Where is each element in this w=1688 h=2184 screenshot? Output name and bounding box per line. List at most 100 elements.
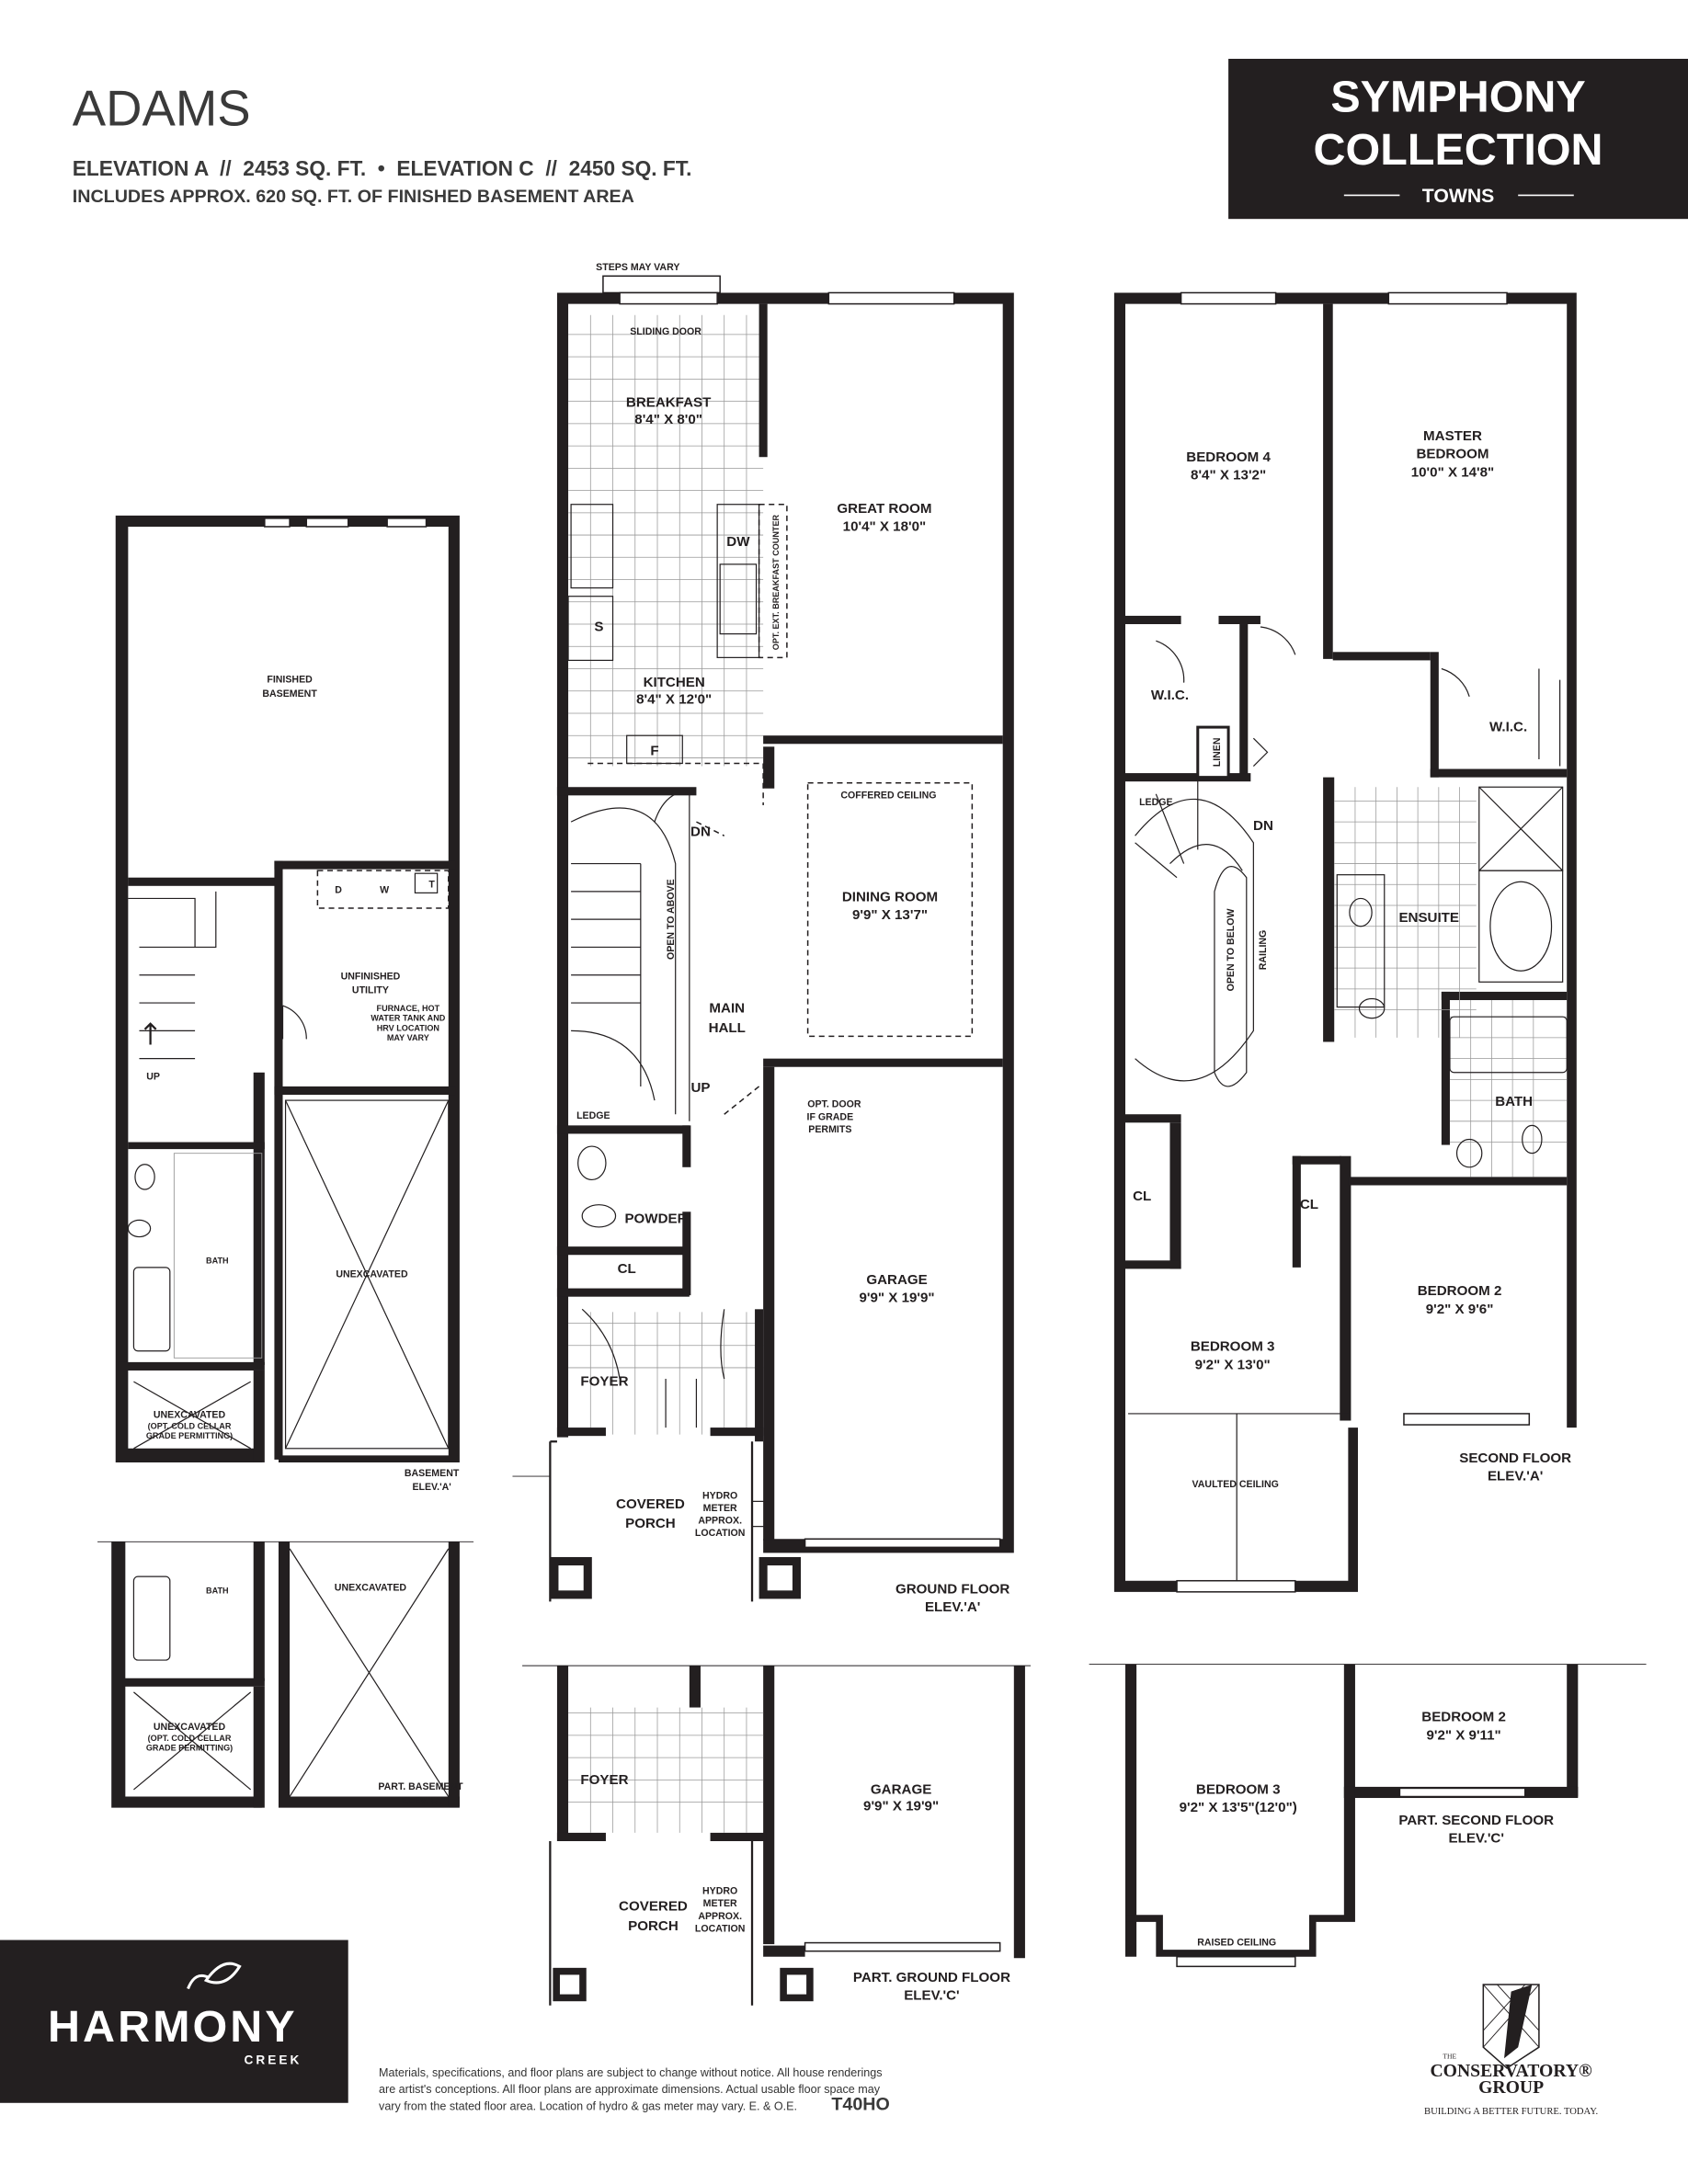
washer-label: W — [380, 884, 389, 895]
ground-floor-plan: STEPS MAY VARY SLIDING DOOR BREAKFAST 8'… — [512, 262, 1014, 1615]
note: APPROX. — [698, 1911, 742, 1922]
note: OPEN TO ABOVE — [666, 879, 677, 960]
dryer-label: D — [335, 884, 342, 895]
note: GRADE PERMITTING) — [146, 1744, 233, 1753]
note: FURNACE, HOT — [377, 1004, 440, 1013]
note: OPT. EXT. BREAKFAST COUNTER — [771, 514, 781, 650]
door-label: SLIDING DOOR — [630, 326, 701, 337]
room-label: BEDROOM 3 — [1191, 1339, 1275, 1355]
builder-tagline: BUILDING A BETTER FUTURE. TODAY. — [1424, 2107, 1598, 2117]
harmony-wordmark: HARMONY — [48, 2002, 298, 2052]
room-label: POWDER — [624, 1211, 687, 1226]
room-label: COVERED — [619, 1899, 688, 1915]
plan-caption: GROUND FLOOR — [895, 1581, 1009, 1597]
collection-line3: TOWNS — [1422, 186, 1494, 207]
plan-caption: ELEV.'A' — [925, 1599, 980, 1615]
note: OPT. DOOR — [807, 1099, 861, 1110]
room-label: UNEXCAVATED — [335, 1582, 407, 1593]
plan-caption: ELEV.'A' — [1488, 1469, 1543, 1484]
room-dimensions: 8'4" X 8'0" — [634, 412, 702, 427]
room-label: MAIN — [709, 1001, 745, 1017]
room-label: UNEXCAVATED — [154, 1409, 226, 1420]
room-label: BEDROOM 2 — [1421, 1710, 1506, 1725]
note: HRV LOCATION — [377, 1023, 439, 1032]
part-basement-plan: BATH UNEXCAVATED UNEXCAVATED (OPT. COLD … — [97, 1541, 474, 1808]
note: METER — [703, 1898, 737, 1909]
room-label: BATH — [1495, 1094, 1533, 1109]
room-dimensions: 9'2" X 13'5"(12'0") — [1180, 1800, 1297, 1815]
room-label: BATH — [206, 1586, 229, 1595]
room-dimensions: 9'9" X 19'9" — [863, 1799, 939, 1814]
room-label: DINING ROOM — [842, 889, 938, 904]
room-label: UNFINISHED — [341, 971, 401, 982]
room-label: UTILITY — [352, 984, 389, 995]
room-label: GARAGE — [866, 1272, 927, 1288]
plan-caption: BASEMENT — [405, 1468, 460, 1479]
room-label: BATH — [206, 1256, 229, 1265]
builder-name: CONSERVATORY® — [1430, 2061, 1592, 2081]
room-dimensions: 8'4" X 13'2" — [1191, 467, 1266, 483]
room-label: UNEXCAVATED — [154, 1722, 226, 1733]
room-label: BEDROOM — [1416, 447, 1488, 462]
room-label: FINISHED — [267, 675, 313, 686]
note: COFFERED CEILING — [840, 790, 936, 801]
plan-caption: SECOND FLOOR — [1459, 1450, 1571, 1466]
conservatory-group-logo: THE CONSERVATORY® GROUP BUILDING A BETTE… — [1424, 1984, 1598, 2117]
note: GRADE PERMITTING) — [146, 1431, 233, 1440]
note: APPROX. — [698, 1516, 742, 1527]
room-label: GREAT ROOM — [837, 501, 931, 517]
note: LEDGE — [576, 1110, 610, 1121]
part-second-floor-plan: BEDROOM 3 9'2" X 13'5"(12'0") BEDROOM 2 … — [1089, 1664, 1647, 1968]
collection-badge: SYMPHONY COLLECTION TOWNS — [1228, 58, 1688, 220]
closet-label: LINEN — [1212, 737, 1223, 767]
stair-label: UP — [690, 1080, 710, 1096]
second-floor-plan: BEDROOM 4 8'4" X 13'2" MASTER BEDROOM 10… — [1113, 291, 1577, 1593]
note: LOCATION — [695, 1923, 746, 1934]
room-label: KITCHEN — [644, 675, 705, 690]
room-dimensions: 10'0" X 14'8" — [1411, 464, 1495, 480]
room-label: BASEMENT — [262, 688, 317, 700]
room-label: FOYER — [580, 1772, 628, 1788]
room-label: COVERED — [616, 1496, 685, 1512]
note: RAILING — [1258, 930, 1269, 971]
harmony-creek-logo: HARMONY CREEK — [0, 1939, 348, 2103]
closet-label: W.I.C. — [1151, 688, 1189, 703]
note: LOCATION — [695, 1528, 746, 1539]
room-dimensions: 10'4" X 18'0" — [843, 519, 926, 535]
note: HYDRO — [702, 1490, 737, 1501]
note: STEPS MAY VARY — [596, 262, 679, 273]
room-label: FOYER — [580, 1374, 628, 1390]
plan-caption: ELEV.'C' — [904, 1988, 959, 2004]
disclaimer-line: vary from the stated floor area. Locatio… — [379, 2099, 797, 2112]
room-label: GARAGE — [871, 1781, 931, 1797]
note: WATER TANK AND — [371, 1014, 445, 1023]
room-label: BEDROOM 4 — [1186, 449, 1271, 465]
part-ground-floor-plan: FOYER GARAGE 9'9" X 19'9" COVERED PORCH … — [522, 1665, 1031, 2006]
closet-label: CL — [618, 1261, 636, 1277]
room-dimensions: 9'2" X 9'11" — [1426, 1727, 1500, 1743]
basement-plan: FINISHED BASEMENT D W T UNFINISHED UTILI… — [115, 515, 460, 1493]
note: (OPT. COLD CELLAR — [148, 1422, 232, 1431]
stair-label: DN — [690, 824, 711, 839]
room-dimensions: 9'9" X 13'7" — [852, 907, 928, 923]
room-label: HALL — [709, 1020, 746, 1036]
plan-caption: ELEV.'C' — [401, 1795, 439, 1806]
dishwasher-label: DW — [726, 534, 750, 550]
closet-label: W.I.C. — [1489, 720, 1527, 735]
kitchen-tile-floor — [568, 314, 764, 1435]
disclaimer-line: Materials, specifications, and floor pla… — [379, 2066, 882, 2079]
plan-caption: PART. GROUND FLOOR — [853, 1970, 1010, 1985]
note: MAY VARY — [387, 1033, 429, 1042]
room-dimensions: 9'2" X 13'0" — [1195, 1357, 1271, 1372]
elevation-areas: ELEVATION A // 2453 SQ. FT. • ELEVATION … — [73, 156, 692, 180]
plan-caption: PART. SECOND FLOOR — [1398, 1813, 1554, 1828]
room-dimensions: 8'4" X 12'0" — [636, 691, 712, 707]
room-label: PORCH — [625, 1516, 676, 1531]
note: HYDRO — [702, 1886, 737, 1897]
note: LEDGE — [1139, 797, 1173, 808]
builder-the: THE — [1443, 2052, 1456, 2060]
basement-area-note: INCLUDES APPROX. 620 SQ. FT. OF FINISHED… — [73, 187, 634, 207]
plan-caption: PART. BASEMENT — [378, 1781, 463, 1792]
note: VAULTED CEILING — [1192, 1479, 1278, 1490]
